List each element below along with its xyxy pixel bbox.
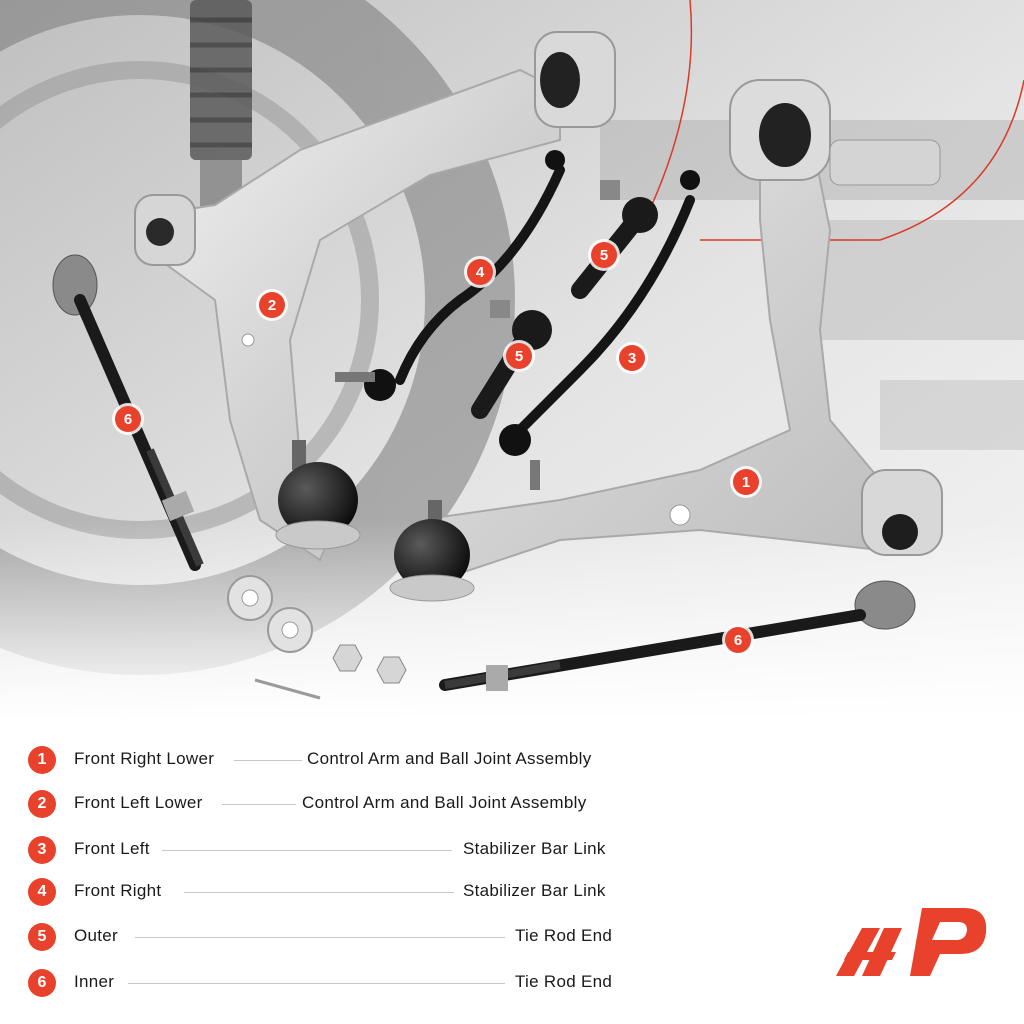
- legend-right-6: Tie Rod End: [515, 972, 613, 991]
- legend-divider-1: [234, 760, 302, 761]
- callout-badge-2: 2: [259, 292, 285, 318]
- legend-divider-6: [128, 983, 505, 984]
- callout-badge-6b: 6: [725, 627, 751, 653]
- legend-left-3: Front Left: [74, 839, 150, 858]
- legend-left-4: Front Right: [74, 881, 162, 900]
- control-arm-right: [398, 79, 943, 582]
- legend-row-2: 2: [28, 789, 56, 819]
- legend-number-6: 6: [28, 969, 56, 997]
- legend-row-3: 3: [28, 835, 56, 865]
- legend-right-2: Control Arm and Ball Joint Assembly: [302, 793, 587, 812]
- callout-badge-1: 1: [733, 469, 759, 495]
- legend-number-4: 4: [28, 878, 56, 906]
- hardware-washers-nuts: [227, 575, 407, 700]
- legend-left-1: Front Right Lower: [74, 749, 215, 768]
- callout-badge-3: 3: [619, 345, 645, 371]
- legend-number-3: 3: [28, 836, 56, 864]
- stabilizer-link-right: [335, 150, 565, 401]
- inner-tie-rod-right: [439, 580, 916, 691]
- product-photo: 1 2 3 4 5 5 6 6: [0, 0, 1024, 720]
- legend-number-2: 2: [28, 790, 56, 818]
- legend-row-4: 4: [28, 877, 56, 907]
- legend-left-6: Inner: [74, 972, 115, 991]
- legend-row-6: 6: [28, 968, 56, 998]
- legend-divider-4: [184, 892, 454, 893]
- legend-left-5: Outer: [74, 926, 119, 945]
- legend-right-1: Control Arm and Ball Joint Assembly: [307, 749, 592, 768]
- accent-lines: [639, 0, 1024, 241]
- legend-row-5: 5: [28, 922, 56, 952]
- callout-badge-5a: 5: [591, 242, 617, 268]
- callout-badge-6a: 6: [115, 406, 141, 432]
- legend-right-3: Stabilizer Bar Link: [463, 839, 606, 858]
- stabilizer-link-left: [499, 170, 700, 490]
- ap-logo-icon: [836, 908, 987, 976]
- control-arm-left: [134, 31, 616, 562]
- ball-joint-right: [389, 500, 475, 602]
- legend-left-2: Front Left Lower: [74, 793, 203, 812]
- inner-tie-rod-left: [52, 254, 204, 571]
- legend-right-4: Stabilizer Bar Link: [463, 881, 606, 900]
- callout-badge-4: 4: [467, 259, 493, 285]
- legend-divider-5: [135, 937, 505, 938]
- legend-row-1: 1: [28, 745, 56, 775]
- legend-number-1: 1: [28, 746, 56, 774]
- legend-number-5: 5: [28, 923, 56, 951]
- legend-divider-2: [222, 804, 296, 805]
- parts-legend: 1 Front Right Lower Control Arm and Ball…: [0, 735, 1024, 1024]
- legend-right-5: Tie Rod End: [515, 926, 613, 945]
- callout-badge-5b: 5: [506, 343, 532, 369]
- legend-divider-3: [162, 850, 452, 851]
- ball-joint-left: [275, 440, 361, 550]
- product-illustration: [0, 0, 1024, 720]
